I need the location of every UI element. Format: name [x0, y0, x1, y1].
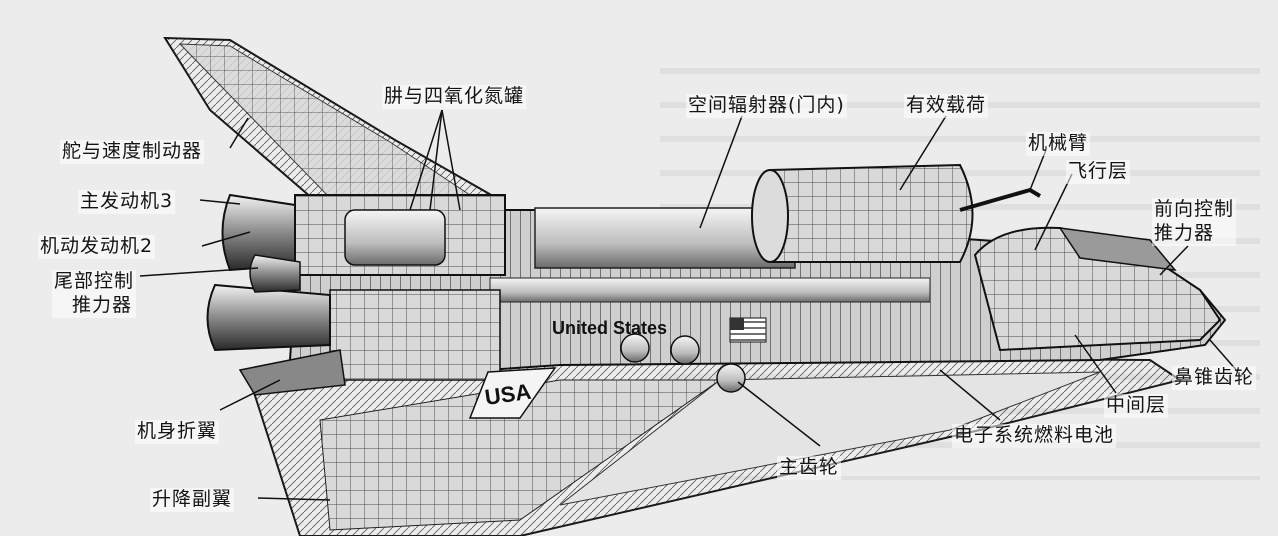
label-robot-arm: 机械臂 [1026, 132, 1091, 156]
label-aft-rcs-line1: 尾部控制 [54, 270, 135, 292]
payload-module [756, 163, 974, 263]
label-mid-deck: 中间层 [1104, 394, 1169, 418]
label-payload: 有效载荷 [904, 94, 989, 118]
label-oms-engine-2: 机动发动机2 [38, 235, 156, 259]
label-forward-rcs-line1: 前向控制 [1154, 198, 1235, 220]
label-main-gear: 主齿轮 [777, 456, 842, 480]
united-states-wordmark: United States [552, 318, 667, 338]
label-radiator: 空间辐射器(门内) [686, 94, 847, 118]
crew-cabin [973, 226, 1222, 352]
label-fuel-cells: 电子系统燃料电池 [952, 424, 1117, 448]
label-aft-rcs-line2: 推力器 [72, 293, 133, 316]
label-main-engine-3: 主发动机3 [78, 190, 176, 214]
label-forward-rcs: 前向控制 推力器 [1152, 198, 1237, 246]
label-rudder-speedbrake: 舵与速度制动器 [60, 140, 205, 164]
label-forward-rcs-line2: 推力器 [1154, 221, 1215, 244]
label-flight-deck: 飞行层 [1066, 160, 1131, 184]
main-engine-nozzle [206, 283, 331, 352]
label-body-flap: 机身折翼 [135, 420, 220, 444]
leader-lines [139, 109, 1239, 501]
body-flap [238, 349, 346, 396]
label-aft-rcs: 尾部控制 推力器 [52, 270, 137, 318]
label-hydrazine-tanks: 肼与四氧化氮罐 [382, 85, 527, 109]
label-elevon: 升降副翼 [150, 488, 235, 512]
label-nose-gear: 鼻锥齿轮 [1172, 366, 1257, 390]
